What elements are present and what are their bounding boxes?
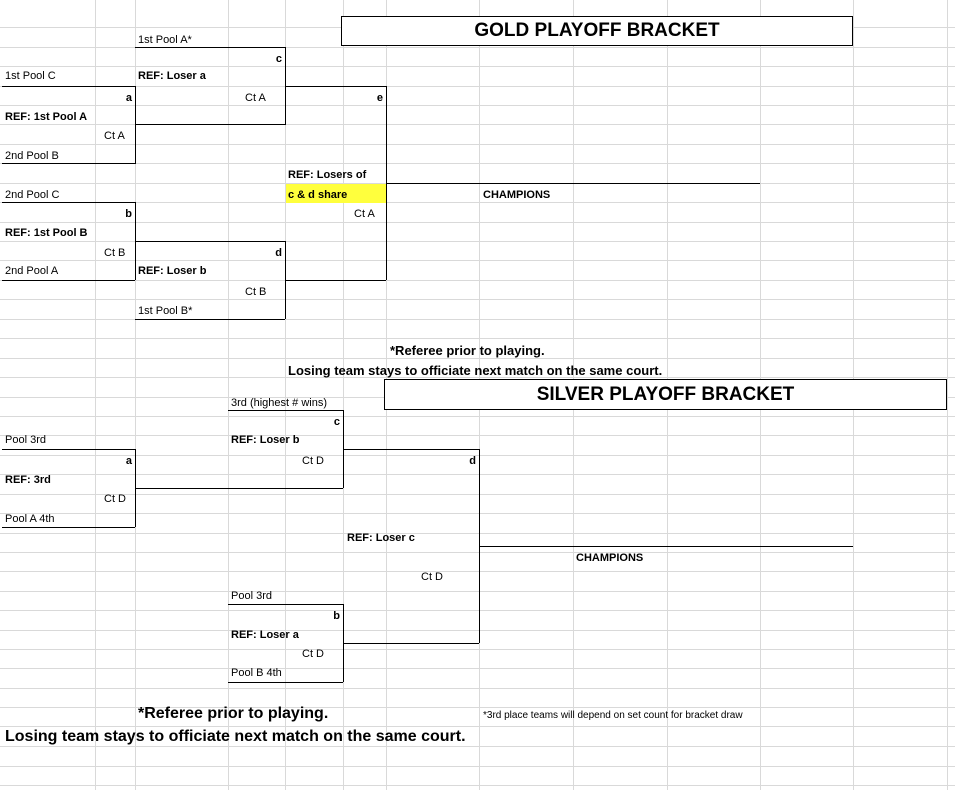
silver-team-pool-3rd-b: Pool 3rd	[231, 590, 272, 602]
gold-match-a-label: a	[125, 92, 132, 104]
gold-ref-losers-of: REF: Losers of	[288, 169, 367, 181]
gold-team-2nd-pool-c: 2nd Pool C	[5, 189, 60, 201]
gold-team-1st-pool-c: 1st Pool C	[5, 70, 56, 82]
gold-match-b-label: b	[125, 208, 132, 220]
gold-ref-1st-pool-a: REF: 1st Pool A	[5, 111, 88, 123]
gold-cd-share: c & d share	[288, 189, 348, 201]
silver-title: SILVER PLAYOFF BRACKET	[536, 383, 795, 405]
gold-bottom-seed: 1st Pool B*	[138, 305, 193, 317]
silver-court-b: Ct D	[302, 648, 324, 660]
silver-team-pool-a-4th: Pool A 4th	[5, 513, 55, 525]
silver-match-b-label: b	[333, 610, 340, 622]
gold-court-e: Ct A	[354, 208, 375, 220]
silver-ref-loser-c: REF: Loser c	[347, 532, 415, 544]
silver-court-d: Ct D	[421, 571, 443, 583]
gold-champions: CHAMPIONS	[483, 189, 551, 201]
silver-note-losing: Losing team stays to officiate next matc…	[5, 728, 466, 745]
gold-note-losing: Losing team stays to officiate next matc…	[288, 363, 663, 378]
gold-top-seed: 1st Pool A*	[138, 34, 192, 46]
silver-team-pool-b-4th: Pool B 4th	[231, 667, 282, 679]
silver-ref-3rd: REF: 3rd	[5, 474, 51, 486]
gold-ref-1st-pool-b: REF: 1st Pool B	[5, 227, 88, 239]
gold-ref-loser-a: REF: Loser a	[138, 70, 206, 82]
silver-ref-loser-a: REF: Loser a	[231, 629, 299, 641]
gold-court-d: Ct B	[245, 286, 267, 298]
gold-team-2nd-pool-b: 2nd Pool B	[5, 150, 59, 162]
gold-match-c-label: c	[275, 53, 282, 65]
silver-court-a: Ct D	[104, 493, 126, 505]
gold-match-d-label: d	[275, 247, 282, 259]
gold-court-b: Ct B	[104, 247, 126, 259]
silver-note-third: *3rd place teams will depend on set coun…	[483, 710, 743, 721]
gold-title: GOLD PLAYOFF BRACKET	[474, 20, 720, 41]
gold-court-c: Ct A	[245, 92, 266, 104]
gold-title-box: GOLD PLAYOFF BRACKET	[341, 16, 853, 46]
silver-court-c: Ct D	[302, 455, 324, 467]
silver-team-pool-3rd-a: Pool 3rd	[5, 434, 46, 446]
gold-ref-loser-b: REF: Loser b	[138, 265, 207, 277]
silver-third-highest: 3rd (highest # wins)	[231, 397, 327, 409]
cd-share-highlight	[286, 184, 386, 203]
silver-champions: CHAMPIONS	[576, 552, 644, 564]
gold-team-2nd-pool-a: 2nd Pool A	[5, 265, 59, 277]
silver-title-box: SILVER PLAYOFF BRACKET	[384, 379, 947, 410]
silver-match-d-label: d	[469, 455, 476, 467]
silver-note-referee: *Referee prior to playing.	[138, 705, 329, 722]
silver-ref-loser-b: REF: Loser b	[231, 434, 300, 446]
gold-match-e-label: e	[376, 92, 383, 104]
gold-court-a: Ct A	[104, 130, 125, 142]
silver-match-a-label: a	[125, 455, 132, 467]
silver-match-c-label: c	[333, 416, 340, 428]
gold-note-referee: *Referee prior to playing.	[390, 343, 545, 358]
